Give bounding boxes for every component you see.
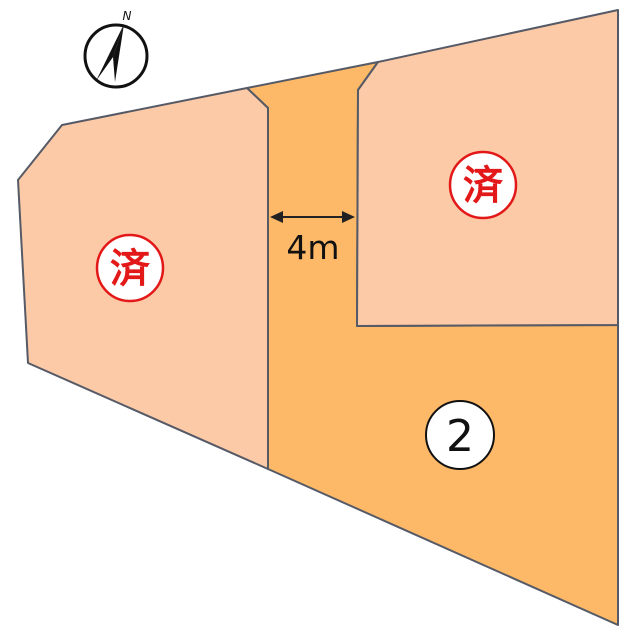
- dimension-arrow-right-icon: [342, 211, 355, 223]
- road-width-dimension: 4m: [270, 211, 355, 267]
- sold-stamp-label: 済: [463, 163, 504, 209]
- lot-number-marker: 2: [425, 400, 495, 470]
- lot-number-label: 2: [446, 411, 474, 462]
- dimension-arrow-left-icon: [270, 211, 283, 223]
- north-arrow-icon: [96, 24, 124, 81]
- sold-stamp-label: 済: [110, 246, 151, 292]
- sold-stamp-west: 済: [95, 233, 165, 303]
- sold-stamp-northeast: 済: [448, 150, 518, 220]
- north-compass: N: [83, 9, 149, 89]
- sold-stamp-ring: [95, 233, 165, 303]
- compass-north-label: N: [123, 9, 132, 23]
- sold-stamp-ring: [448, 150, 518, 220]
- road-width-label: 4m: [286, 228, 339, 267]
- lot-number-ring: [425, 400, 495, 470]
- north-arrow-tail-icon: [113, 24, 124, 82]
